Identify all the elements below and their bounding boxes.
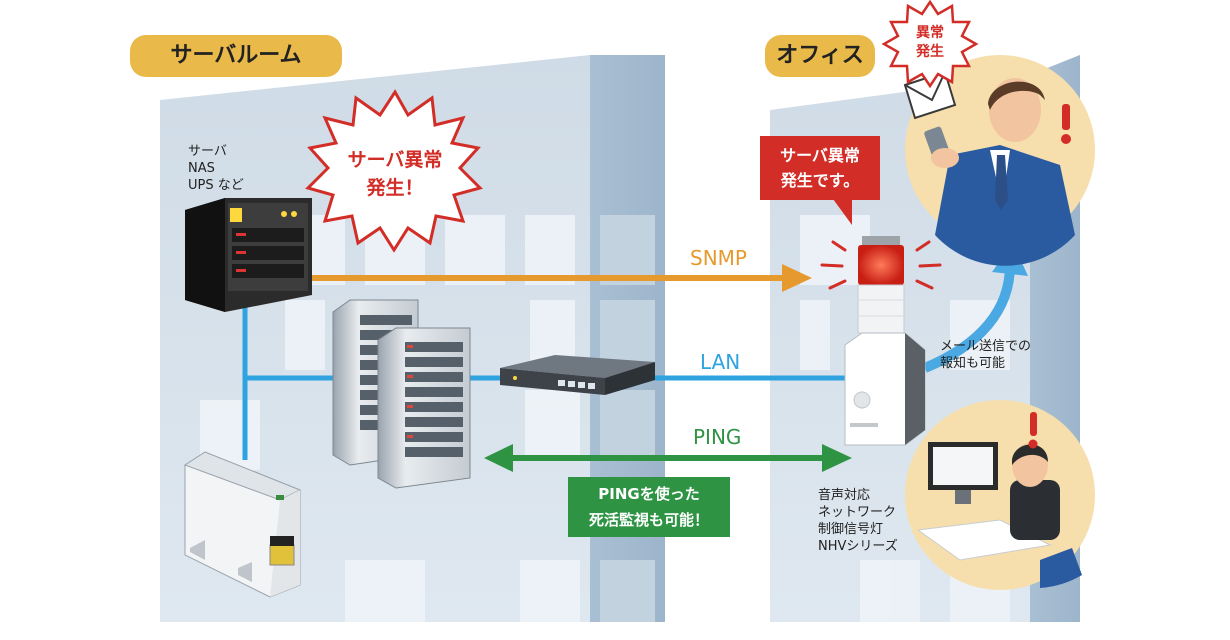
ping-label: PING — [693, 425, 742, 449]
mail-note: メール送信での 報知も可能 — [940, 338, 1031, 372]
ping-note-text: PINGを使った 死活監視も可能！ — [568, 481, 730, 533]
devices-label-line: NAS — [188, 161, 215, 176]
person-pc-illustration — [905, 400, 1095, 590]
devices-label-line: サーバ — [188, 144, 227, 159]
lan-label: LAN — [700, 350, 741, 374]
person-phone-illustration — [905, 55, 1095, 266]
ping-arrow — [484, 444, 852, 472]
mail-alert-burst — [881, 0, 979, 89]
devices-label: サーバ NAS UPS など — [188, 143, 244, 194]
mail-burst-line: 異常 — [916, 25, 944, 41]
tower-callout-line: 発生です。 — [780, 171, 860, 190]
snmp-label: SNMP — [690, 246, 747, 270]
device-label-line: 音声対応 — [818, 488, 871, 503]
mail-note-line: 報知も可能 — [940, 356, 1006, 371]
ping-note-box — [568, 477, 730, 537]
device-label-line: NHVシリーズ — [818, 539, 898, 554]
mail-note-line: メール送信での — [940, 339, 1032, 354]
tower-callout-text: サーバ異常 発生です。 — [760, 143, 880, 193]
signal-tower-icon — [820, 236, 942, 446]
mail-burst-line: 発生 — [916, 44, 944, 60]
tower-callout-line: サーバ異常 — [780, 146, 860, 165]
lan-backbone — [242, 300, 505, 460]
ups-nas-icon — [183, 451, 302, 598]
ping-note-line: PINGを使った — [598, 485, 700, 503]
devices-label-line: UPS など — [188, 178, 244, 193]
office-tag: オフィス — [765, 35, 875, 77]
device-label-line: 制御信号灯 — [818, 522, 884, 537]
device-label: 音声対応 ネットワーク 制御信号灯 NHVシリーズ — [818, 487, 898, 555]
alert-burst-line: 発生！ — [366, 177, 424, 199]
alert-burst — [305, 89, 483, 253]
device-label-line: ネットワーク — [818, 505, 897, 520]
ping-note-line: 死活監視も可能！ — [588, 511, 709, 529]
tower-callout — [760, 136, 880, 225]
server-rack-icon — [185, 198, 312, 312]
alert-burst-line: サーバ異常 — [347, 149, 443, 171]
alert-burst-text: サーバ異常 発生！ — [325, 146, 465, 202]
server-cabinet-icon — [332, 299, 471, 489]
network-switch-icon — [500, 355, 655, 395]
server-room-tag: サーバルーム — [130, 35, 342, 77]
snmp-arrow — [312, 264, 812, 292]
mail-burst-text: 異常 発生 — [902, 24, 958, 62]
